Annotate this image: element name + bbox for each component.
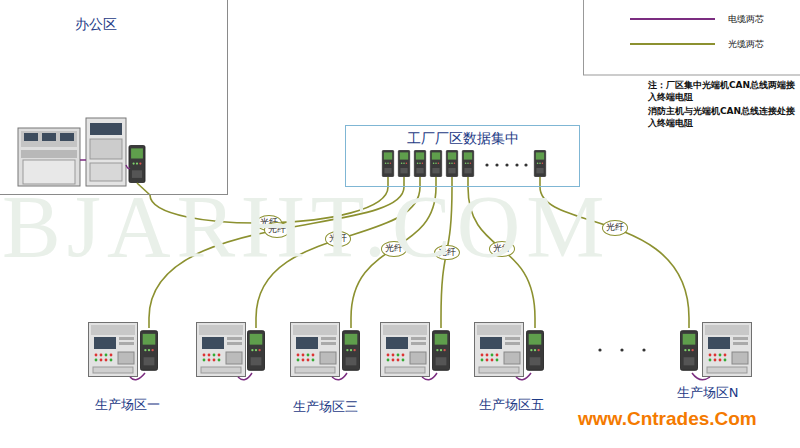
production-area: 生产场区一: [80, 318, 175, 416]
legend-text: 光缆两芯: [728, 38, 764, 51]
fiber-sample: [630, 43, 715, 45]
node-title: 办公区: [75, 16, 117, 34]
production-area: 生产场区三: [285, 318, 365, 418]
node-title: 生产场区N: [677, 384, 739, 402]
watermark: BJARHT.COM: [2, 176, 610, 277]
legend-text: 电缆两芯: [728, 13, 764, 26]
node-title: 生产场区五: [479, 396, 544, 414]
office-cabinet: [86, 118, 126, 186]
site-mark: www.Cntrades.Com: [578, 408, 757, 430]
node-title: 生产场区三: [293, 398, 358, 416]
data-center-box: 工厂厂区数据集中: [345, 125, 580, 187]
legend-box: [584, 0, 800, 75]
office-region: 办公区: [0, 0, 228, 195]
cable-sample: [630, 18, 715, 20]
area-equipment: [89, 318, 752, 380]
cable-wire: [80, 160, 130, 169]
node-title: 工厂厂区数据集中: [407, 130, 519, 148]
production-area: 生产场区五: [465, 318, 557, 416]
note-text: 注：厂区集中光端机CAN总线两端接入终端电阻: [648, 80, 796, 103]
optical-transceiver: [129, 145, 145, 182]
note-text: 消防主机与光端机CAN总线连接处接入终端电阻: [648, 106, 796, 129]
node-title: 生产场区一: [95, 396, 160, 414]
office-console: [18, 128, 80, 186]
production-area: 生产场区N: [650, 318, 765, 404]
